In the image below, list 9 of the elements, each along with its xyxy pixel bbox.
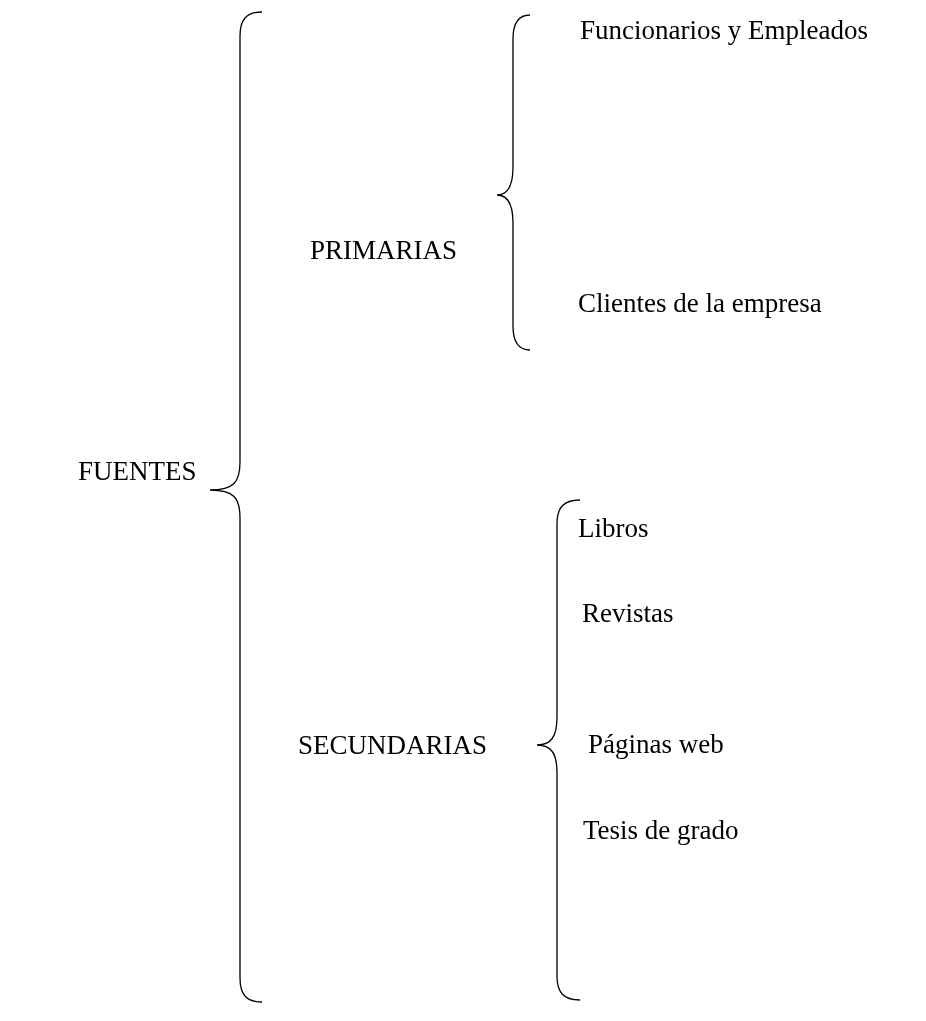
node-label: Clientes de la empresa [578, 287, 822, 319]
node-label: Libros [578, 512, 649, 544]
node-label: Páginas web [588, 728, 724, 760]
node-label: Funcionarios y Empleados [580, 14, 868, 46]
node-label: Tesis de grado [583, 814, 739, 846]
node-label: FUENTES [78, 455, 197, 487]
node-label: PRIMARIAS [310, 234, 458, 266]
node-label: SECUNDARIAS [298, 729, 488, 761]
node-label: Revistas [582, 597, 674, 629]
